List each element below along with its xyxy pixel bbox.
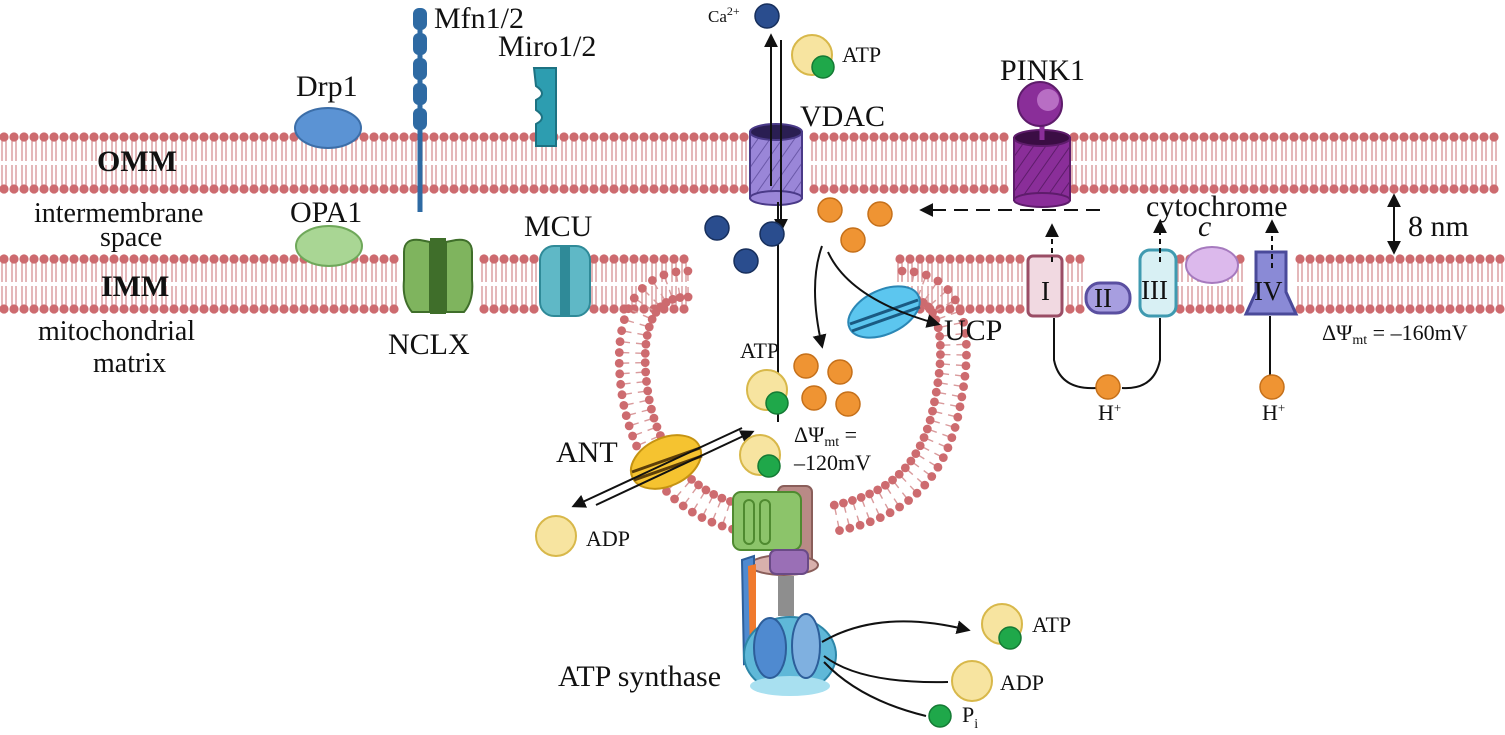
space-label: space: [100, 222, 162, 253]
nclx-protein: [402, 238, 474, 314]
omm-label: OMM: [97, 145, 177, 178]
matrix-label-line2: matrix: [93, 348, 166, 379]
mcu-label: MCU: [524, 210, 593, 243]
delta-psi-crista-label: ΔΨmt =: [794, 422, 857, 450]
complex-i: [1026, 254, 1064, 318]
mfn-label: Mfn1/2: [434, 2, 524, 35]
atp-synthase-label: ATP synthase: [558, 660, 721, 693]
adp-substrate-label: ADP: [1000, 670, 1044, 695]
complex-ii-label: II: [1094, 283, 1112, 313]
drp1-label: Drp1: [296, 70, 358, 103]
complex-iv-label: IV: [1254, 276, 1283, 306]
atp-top-label: ATP: [842, 42, 881, 67]
vdac-label: VDAC: [800, 100, 885, 133]
drp1-protein: [294, 107, 362, 149]
complex-iii: [1138, 248, 1178, 318]
cytochrome-c-label: c: [1198, 210, 1211, 243]
ucp-label: UCP: [944, 314, 1002, 347]
h-plus-left-label: H+: [1098, 400, 1121, 425]
nucleotides: [535, 34, 1023, 728]
miro-label: Miro1/2: [498, 30, 596, 63]
h-plus-right-label: H+: [1262, 400, 1285, 425]
atp-synthase-complex: [732, 485, 837, 696]
inner-membrane-bilayer: [0, 254, 1505, 536]
intermembrane-label: intermembrane: [34, 198, 203, 229]
calcium-ions: [704, 3, 785, 274]
ucp-protein: [847, 285, 921, 339]
opa1-label: OPA1: [290, 196, 362, 229]
mcu-protein: [539, 245, 591, 317]
complex-iv: [1243, 250, 1299, 316]
outer-membrane-bilayer: [0, 132, 1499, 194]
cytochrome-c-protein: [1185, 246, 1239, 284]
cytochrome-label: cytochrome: [1146, 190, 1288, 223]
opa1-protein: [295, 225, 363, 267]
phosphate-label: Pi: [962, 702, 978, 732]
pink1-label: PINK1: [1000, 54, 1085, 87]
atp-crista-label: ATP: [740, 338, 779, 363]
nclx-label: NCLX: [388, 328, 470, 361]
pink1-kinase: [1013, 81, 1071, 208]
delta-psi-crista-value: –120mV: [793, 450, 871, 475]
protons: [793, 197, 1285, 417]
matrix-label-line1: mitochondrial: [38, 316, 195, 347]
vdac-channel: [749, 123, 803, 206]
mfn-protein: [413, 8, 427, 212]
complex-ii: [1084, 281, 1132, 315]
atp-product-label: ATP: [1032, 612, 1071, 637]
membrane-thickness-label: 8 nm: [1408, 210, 1469, 243]
complex-iii-label: III: [1141, 275, 1168, 305]
imm-label: IMM: [101, 270, 169, 303]
calcium-label: Ca2+: [708, 4, 740, 26]
miro-protein: [532, 67, 557, 147]
ant-label: ANT: [556, 436, 618, 469]
adp-ant-label: ADP: [586, 526, 630, 551]
complex-i-label: I: [1041, 276, 1050, 306]
delta-psi-outer-label: ΔΨmt = –160mV: [1322, 320, 1468, 348]
